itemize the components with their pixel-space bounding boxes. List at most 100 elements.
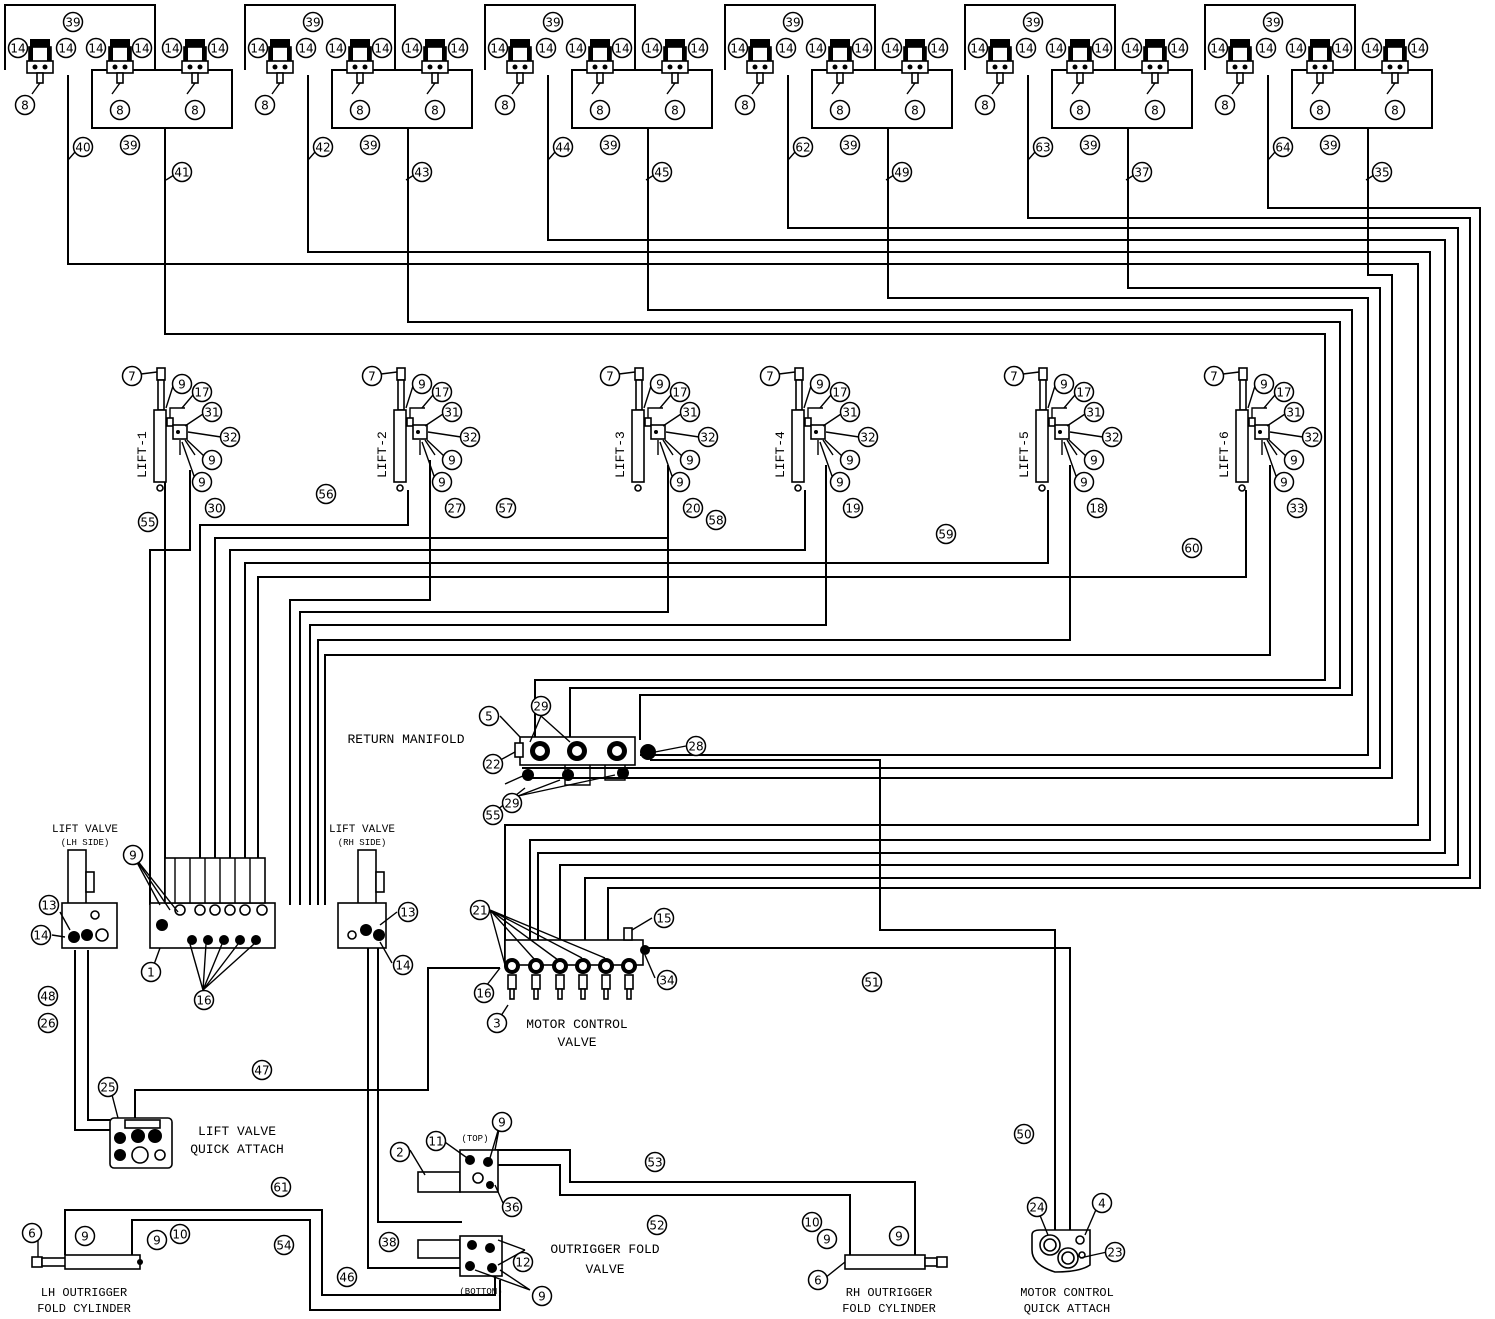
motor-control-port <box>552 958 568 1000</box>
callout-bubble: 54 <box>273 1234 295 1256</box>
mc-quick-attach-label: MOTOR CONTROL <box>1020 1286 1114 1300</box>
svg-text:32: 32 <box>860 431 875 445</box>
svg-text:9: 9 <box>198 476 206 490</box>
motor-callout: 8 <box>1309 99 1331 121</box>
lift-cylinder-5: LIFT-5 <box>1017 367 1104 492</box>
svg-text:14: 14 <box>1210 42 1225 56</box>
svg-text:42: 42 <box>315 141 330 155</box>
fitting-callout: 14 <box>1045 37 1067 59</box>
motor-group-top-callout: 39 <box>542 11 564 33</box>
svg-text:14: 14 <box>1170 42 1185 56</box>
callout-bubble: 9 <box>122 844 144 866</box>
fitting-callout: 14 <box>565 37 587 59</box>
svg-text:31: 31 <box>842 406 857 420</box>
svg-text:7: 7 <box>606 370 614 384</box>
svg-text:14: 14 <box>164 42 179 56</box>
svg-text:14: 14 <box>730 42 745 56</box>
mc-quick-attach-label-2: QUICK ATTACH <box>1024 1302 1110 1316</box>
lift-fitting-callout: 17 <box>1273 381 1295 403</box>
lift-valve-callout: 32 <box>857 426 879 448</box>
lift-fitting-callout: 9 <box>649 373 671 395</box>
svg-text:13: 13 <box>400 906 415 920</box>
svg-text:31: 31 <box>1286 406 1301 420</box>
motor-group-bottom-callout: 39 <box>119 134 141 156</box>
svg-text:9: 9 <box>438 476 446 490</box>
svg-text:8: 8 <box>431 104 439 118</box>
callout-bubble: 24 <box>1026 1196 1048 1218</box>
rh-outrigger-label: RH OUTRIGGER <box>846 1286 932 1300</box>
fitting-callout: 14 <box>967 37 989 59</box>
lift-pin-callout: 7 <box>1003 365 1025 387</box>
motor <box>26 39 54 95</box>
svg-text:14: 14 <box>1018 42 1033 56</box>
svg-text:9: 9 <box>498 1116 506 1130</box>
callout-bubble: 4 <box>1091 1192 1113 1214</box>
svg-text:14: 14 <box>298 42 313 56</box>
motor-callout: 8 <box>1384 99 1406 121</box>
lift-valve-callout: 32 <box>459 426 481 448</box>
callout-bubble: 9 <box>146 1229 168 1251</box>
svg-text:14: 14 <box>1364 42 1379 56</box>
lift-hose-callout: 18 <box>1086 497 1108 519</box>
callout-bubble: 16 <box>473 982 495 1004</box>
motor <box>506 39 534 95</box>
lift-hose-callout: 56 <box>315 483 337 505</box>
svg-text:9: 9 <box>448 454 456 468</box>
svg-text:13: 13 <box>41 899 56 913</box>
svg-text:8: 8 <box>21 99 29 113</box>
lift-hose-callout: 58 <box>705 509 727 531</box>
motor-hose-callout: 41 <box>171 161 193 183</box>
bottom-label: (BOTTOM) <box>459 1287 502 1297</box>
lift-valve-lh-label: LIFT VALVE <box>52 824 118 836</box>
svg-text:14: 14 <box>134 42 149 56</box>
fitting-callout: 14 <box>371 37 393 59</box>
svg-text:47: 47 <box>254 1064 269 1078</box>
svg-text:44: 44 <box>555 141 570 155</box>
callout-bubble: 9 <box>888 1225 910 1247</box>
svg-text:55: 55 <box>485 809 500 823</box>
svg-text:28: 28 <box>688 740 703 754</box>
svg-text:9: 9 <box>823 1233 831 1247</box>
svg-text:8: 8 <box>596 104 604 118</box>
motor <box>1306 39 1334 95</box>
lift-fitting-callout: 31 <box>1283 401 1305 423</box>
callout-bubble: 61 <box>270 1176 292 1198</box>
motor-hose-callout: 64 <box>1272 136 1294 158</box>
lift-hose-callout: 59 <box>935 523 957 545</box>
fitting-callout: 14 <box>535 37 557 59</box>
outrigger-fold-valve-top <box>417 1149 499 1193</box>
callout-bubble: 46 <box>336 1266 358 1288</box>
svg-text:6: 6 <box>28 1227 36 1241</box>
lift-fitting-callout: 9 <box>411 373 433 395</box>
lift-fitting-callout: 9 <box>441 449 463 471</box>
svg-text:16: 16 <box>196 994 211 1008</box>
svg-text:17: 17 <box>832 386 847 400</box>
motor-hose-callout: 40 <box>72 136 94 158</box>
motor-group-top-callout: 39 <box>1022 11 1044 33</box>
motor-group-top-callout: 39 <box>302 11 324 33</box>
svg-text:39: 39 <box>602 139 617 153</box>
motor <box>1226 39 1254 95</box>
svg-text:17: 17 <box>1276 386 1291 400</box>
motor-hose-callout: 45 <box>651 161 673 183</box>
lift-fitting-callout: 31 <box>839 401 861 423</box>
motor-hose-callout: 62 <box>792 136 814 158</box>
lift-fitting-callout: 17 <box>669 381 691 403</box>
svg-text:32: 32 <box>222 431 237 445</box>
svg-text:59: 59 <box>938 528 953 542</box>
callout-bubble: 55 <box>482 804 504 826</box>
motor-callout: 8 <box>734 94 756 116</box>
fitting-callout: 14 <box>727 37 749 59</box>
svg-text:31: 31 <box>204 406 219 420</box>
callout-bubble: 29 <box>501 792 523 814</box>
svg-text:22: 22 <box>485 758 500 772</box>
svg-text:14: 14 <box>930 42 945 56</box>
callout-bubble: 14 <box>30 924 52 946</box>
svg-text:51: 51 <box>864 976 879 990</box>
hose-routing <box>64 75 1481 1311</box>
callout-bubble: 16 <box>193 989 215 1011</box>
svg-text:39: 39 <box>1082 139 1097 153</box>
callout-bubble: 2 <box>389 1141 411 1163</box>
